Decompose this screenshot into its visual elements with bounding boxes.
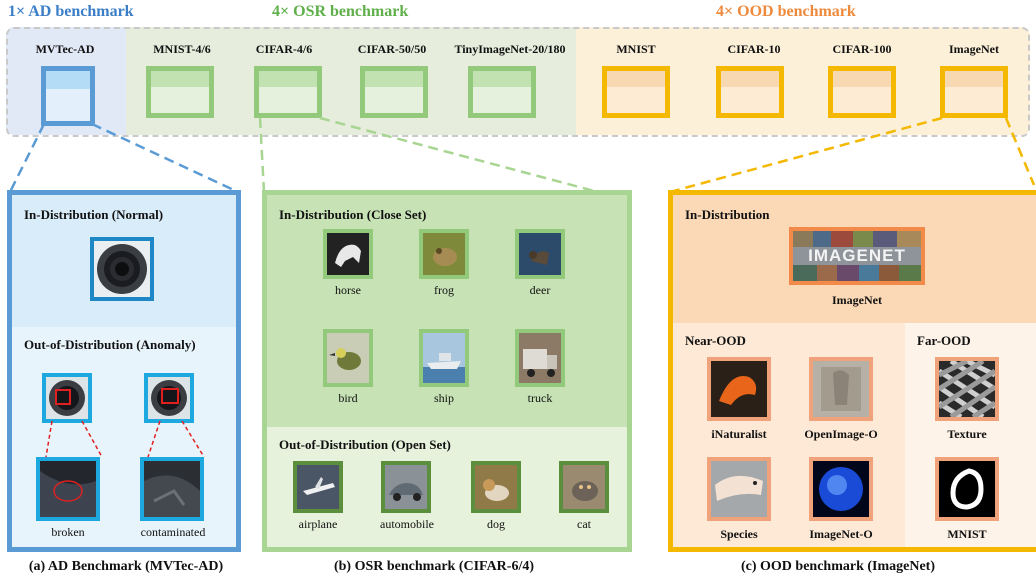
ood-benchmark-title: 4× OOD benchmark [716, 3, 856, 20]
osr-out-distribution-title: Out-of-Distribution (Open Set) [279, 437, 451, 452]
anomaly-broken-image [42, 373, 92, 423]
panel-osr-benchmark: In-Distribution (Close Set) horse frog d… [262, 190, 632, 552]
openimage-o-image [809, 357, 873, 421]
label-imagenet-in: ImageNet [832, 293, 882, 307]
cifar-frog-image [419, 229, 469, 279]
mnist-thumbnail [602, 66, 670, 118]
caption-panel-c: (c) OOD benchmark (ImageNet) [740, 559, 935, 574]
panel-ood-benchmark: In-Distribution IMAGENET ImageNet Near-O… [668, 190, 1036, 552]
dataset-label-mvtec: MVTec-AD [35, 42, 95, 56]
osr-benchmark-title: 4× OSR benchmark [272, 3, 409, 20]
dataset-label-mnist: MNIST [616, 42, 656, 56]
label-mnist-far: MNIST [947, 527, 987, 541]
anomaly-contaminated-image [144, 373, 194, 423]
cifar-ship-image [419, 329, 469, 387]
imagenet-thumbnail [940, 66, 1008, 118]
ad-in-distribution-title: In-Distribution (Normal) [24, 207, 164, 222]
dataset-label-imagenet: ImageNet [949, 42, 999, 56]
dataset-label-cifar-10: CIFAR-10 [727, 42, 781, 56]
cifar-bird-image [323, 329, 373, 387]
inaturalist-image [707, 357, 771, 421]
label-horse: horse [335, 283, 361, 297]
anomaly-zoom-lines [45, 420, 205, 458]
cifar-dog-image [471, 461, 521, 513]
cifar-airplane-image [293, 461, 343, 513]
mvtec-thumbnail [41, 66, 95, 126]
ad-benchmark-title: 1× AD benchmark [8, 3, 134, 20]
label-truck: truck [527, 391, 553, 405]
cifar-50-50-thumbnail [360, 66, 428, 118]
anomaly-broken-zoom [36, 457, 100, 521]
far-ood-title: Far-OOD [917, 333, 971, 348]
label-ship: ship [433, 391, 454, 405]
dataset-label-mnist-4-6: MNIST-4/6 [153, 42, 211, 56]
cifar-cat-image [559, 461, 609, 513]
dataset-label-cifar-100: CIFAR-100 [832, 42, 892, 56]
osr-in-distribution-title: In-Distribution (Close Set) [279, 207, 427, 222]
label-frog: frog [434, 283, 454, 297]
label-contaminated: contaminated [140, 525, 206, 539]
bottle-cap-icon [94, 241, 150, 297]
cifar-deer-image [515, 229, 565, 279]
ad-out-distribution-title: Out-of-Distribution (Anomaly) [24, 337, 196, 352]
normal-sample-image [90, 237, 154, 301]
label-airplane: airplane [298, 517, 338, 531]
cifar-horse-image [323, 229, 373, 279]
tinyimagenet-thumbnail [468, 66, 536, 118]
ood-in-distribution-title: In-Distribution [685, 207, 770, 222]
label-dog: dog [487, 517, 505, 531]
texture-image [935, 357, 999, 421]
label-broken: broken [51, 525, 85, 539]
cifar-automobile-image [381, 461, 431, 513]
mnist-digit-image [935, 457, 999, 521]
label-inaturalist: iNaturalist [711, 427, 767, 441]
label-automobile: automobile [380, 517, 434, 531]
anomaly-contaminated-zoom [140, 457, 204, 521]
label-cat: cat [577, 517, 591, 531]
imagenet-collage-image: IMAGENET [789, 227, 925, 285]
label-imagenet-o: ImageNet-O [809, 527, 873, 541]
dataset-label-tinyimagenet: TinyImageNet-20/180 [454, 42, 566, 56]
imagenet-logo-text: IMAGENET [808, 246, 906, 265]
label-bird: bird [338, 391, 358, 405]
zoom-connector-lines [8, 116, 1036, 194]
label-openimage-o: OpenImage-O [804, 427, 878, 441]
caption-panel-a: (a) AD Benchmark (MVTec-AD) [28, 559, 224, 574]
cifar-10-thumbnail [716, 66, 784, 118]
caption-panel-b: (b) OSR benchmark (CIFAR-6/4) [333, 559, 534, 574]
dataset-label-cifar-4-6: CIFAR-4/6 [255, 42, 313, 56]
panel-ad-benchmark: In-Distribution (Normal) Out-of-Distribu… [7, 190, 241, 552]
dataset-label-cifar-50-50: CIFAR-50/50 [357, 42, 427, 56]
cifar-100-thumbnail [828, 66, 896, 118]
cifar-4-6-thumbnail [254, 66, 322, 118]
label-species: Species [720, 527, 758, 541]
label-texture: Texture [947, 427, 987, 441]
cifar-truck-image [515, 329, 565, 387]
imagenet-o-image [809, 457, 873, 521]
label-deer: deer [529, 283, 551, 297]
banner-dashed-border [6, 27, 1030, 137]
mnist-4-6-thumbnail [146, 66, 214, 118]
species-image [707, 457, 771, 521]
near-ood-title: Near-OOD [685, 333, 746, 348]
